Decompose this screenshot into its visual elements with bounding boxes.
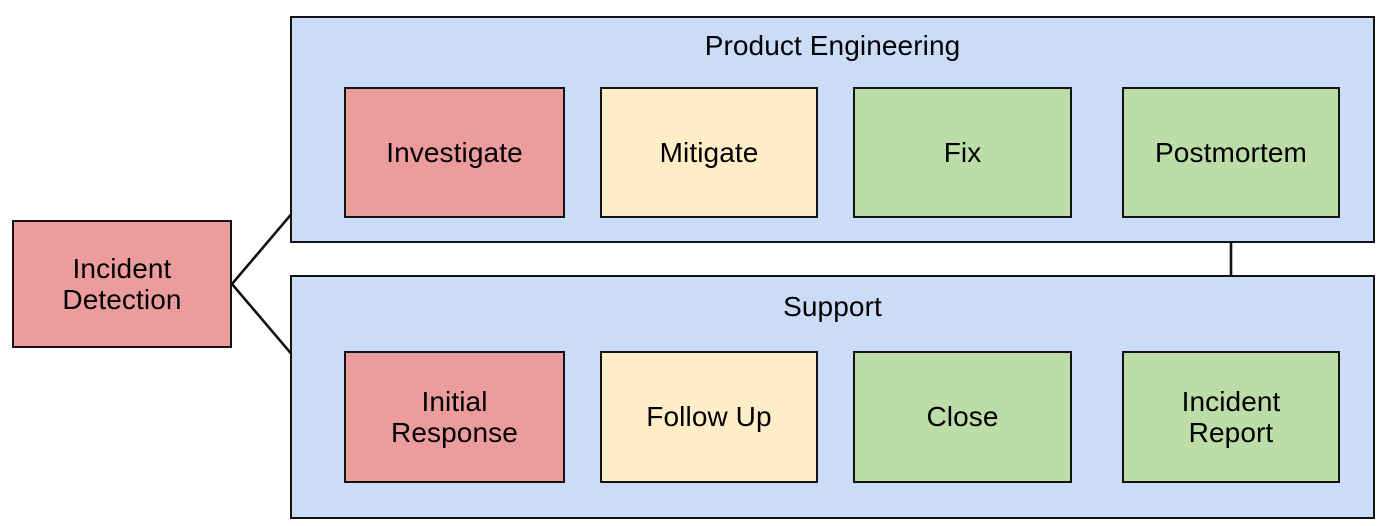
- node-mitigate[interactable]: Mitigate: [600, 87, 818, 218]
- node-mitigate-label: Mitigate: [659, 136, 759, 168]
- node-initial-response-label: Initial Response: [391, 385, 518, 448]
- node-follow-up-label: Follow Up: [646, 401, 772, 433]
- lane-title-product-engineering: Product Engineering: [704, 30, 961, 61]
- node-close[interactable]: Close: [853, 351, 1072, 483]
- node-initial-response[interactable]: Initial Response: [344, 351, 565, 483]
- node-investigate-label: Investigate: [386, 136, 523, 168]
- node-investigate[interactable]: Investigate: [344, 87, 565, 218]
- node-incident-detection-label: Incident Detection: [62, 252, 182, 315]
- node-fix-label: Fix: [943, 136, 982, 168]
- lane-title-support: Support: [783, 291, 882, 322]
- node-incident-report-label: Incident Report: [1181, 385, 1281, 448]
- node-incident-report[interactable]: Incident Report: [1122, 351, 1340, 483]
- node-postmortem-label: Postmortem: [1155, 136, 1307, 168]
- node-close-label: Close: [926, 401, 999, 433]
- node-postmortem[interactable]: Postmortem: [1122, 87, 1340, 218]
- node-follow-up[interactable]: Follow Up: [600, 351, 818, 483]
- node-incident-detection[interactable]: Incident Detection: [12, 220, 232, 348]
- node-fix[interactable]: Fix: [853, 87, 1072, 218]
